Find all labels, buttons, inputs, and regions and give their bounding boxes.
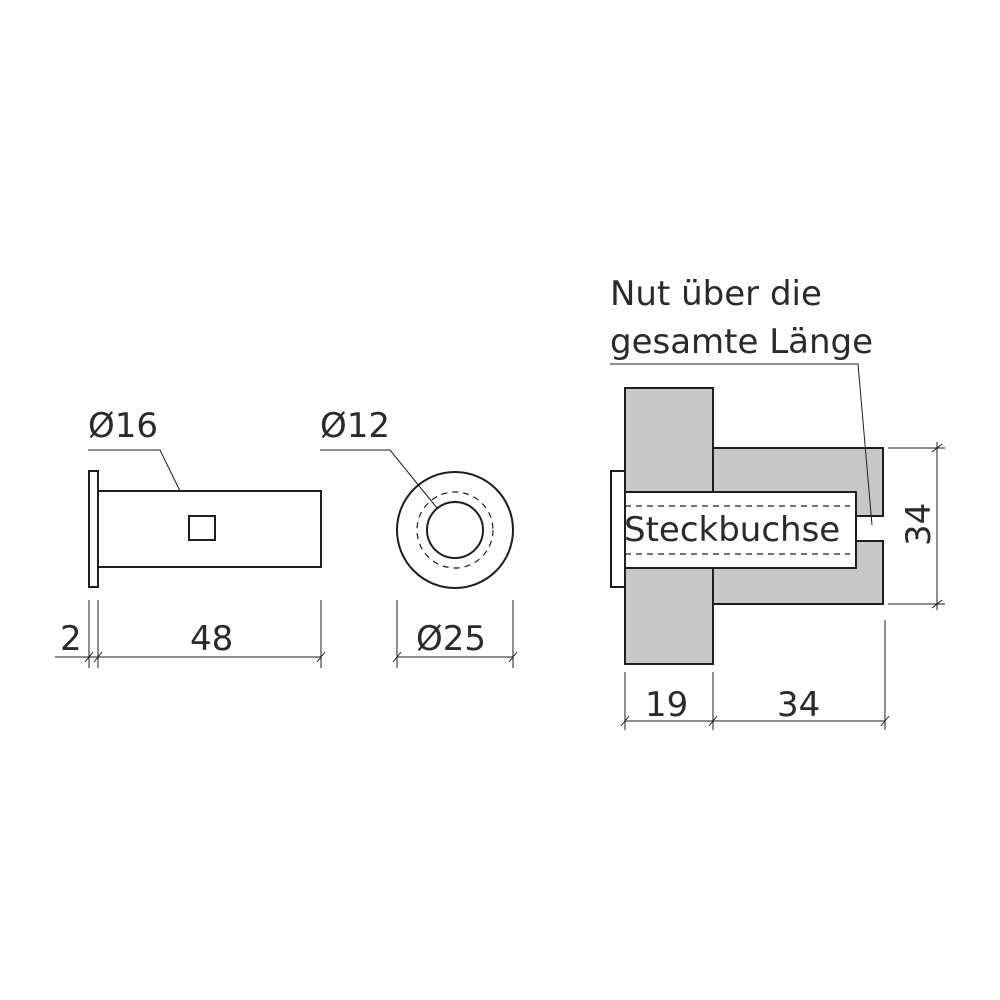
tick-6	[931, 443, 943, 453]
tick-1	[84, 651, 94, 663]
outer-diameter-label: Ø25	[416, 619, 486, 659]
sleeve-flange	[610, 470, 626, 588]
height-dim-label: 34	[899, 503, 939, 546]
tick-4	[392, 651, 402, 663]
tick-7	[931, 599, 943, 609]
tick-9	[708, 715, 718, 727]
side-view: Ø16 2 48	[55, 406, 326, 668]
note-line-1: Nut über die	[610, 274, 822, 314]
tick-10	[880, 715, 890, 727]
flange-plate	[88, 470, 99, 588]
tick-2	[93, 651, 103, 663]
inner-diameter-leader	[320, 449, 438, 509]
tick-8	[620, 715, 630, 727]
sleeve-label: Steckbuchse	[624, 510, 840, 550]
inner-bore	[426, 501, 484, 559]
tick-3	[316, 651, 326, 663]
hidden-circle	[416, 491, 494, 569]
note-line-2: gesamte Länge	[610, 322, 873, 362]
diameter-leader	[88, 449, 181, 492]
tick-5	[508, 651, 518, 663]
note-leader	[610, 363, 873, 526]
projection-dim-label: 34	[777, 685, 820, 725]
groove-square	[188, 515, 216, 541]
flange-dim-label: 2	[60, 619, 82, 659]
sleeve-body	[624, 491, 857, 569]
wall-dim-label: 19	[645, 685, 688, 725]
inner-diameter-label: Ø12	[320, 406, 390, 446]
install-view: Steckbuchse Nut über die gesamte Länge 3…	[610, 274, 945, 730]
side-diameter-label: Ø16	[88, 406, 158, 446]
end-view: Ø12 Ø25	[320, 406, 518, 668]
length-dim-label: 48	[190, 619, 233, 659]
